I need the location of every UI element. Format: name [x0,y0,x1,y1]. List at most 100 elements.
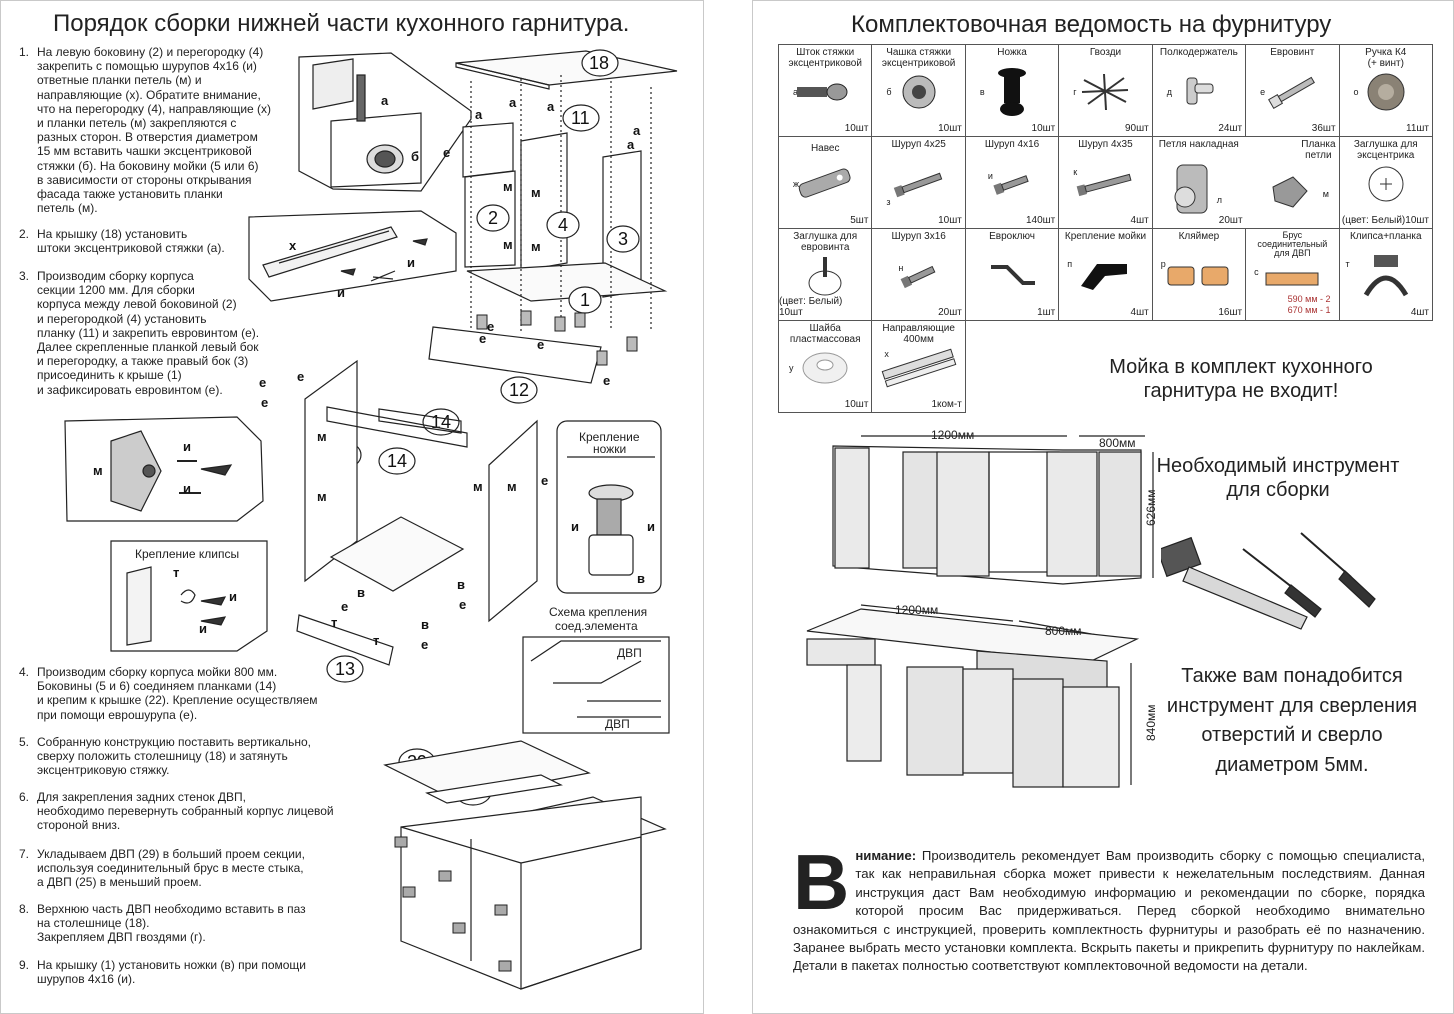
label-e: е [421,637,428,652]
screw-icon [993,175,1029,196]
label-m: м [531,239,541,254]
label-a: а [381,93,389,108]
label-a: а [547,99,555,114]
label-v: в [637,571,645,586]
label-e: е [297,369,304,384]
part-name: Шайба пластмассовая [789,323,861,345]
upper-cabinets-drawing: 1200мм 800мм 626мм [832,428,1158,585]
right-page-title: Комплектовочная ведомость на фурнитуру [851,11,1332,38]
washer-icon [802,352,848,384]
label-m: м [317,489,327,504]
part-name: Евроключ [989,231,1036,242]
eccentric-cam-icon [902,75,936,109]
part-name: Крепление мойки [1064,231,1147,242]
part-qty: 4шт [1130,307,1149,318]
label-e: е [443,145,450,160]
tools-drawing [1161,532,1376,630]
part-number: 1 [580,290,590,310]
dvp-label: ДВП [605,717,630,731]
sink-note: Мойка в комплект кухонного гарнитура не … [1109,356,1373,402]
part-qty: 10шт [844,399,869,410]
part-letter: г [1073,87,1077,97]
clip-icon [1363,255,1408,297]
part-cell: Брус соединительный для ДВП с 590 мм - 2… [1245,228,1340,321]
part-qty: 4шт [1130,215,1149,226]
label-i: и [199,621,207,636]
step-number: 8. [19,902,30,916]
part-qty: (цвет: Белый)10шт [1341,215,1429,226]
knob-icon [1367,73,1405,111]
part-qty: 24шт [1218,123,1243,134]
left-page: Порядок сборки нижней части кухонного га… [0,0,704,1014]
hammer-handle-icon [1182,566,1308,630]
part-qty: 10шт [938,215,962,226]
label-a: а [509,95,517,110]
step-text: Укладываем ДВП (29) в больший проем секц… [37,847,305,890]
part-cell: Шуруп 3х16 н 20шт [871,228,966,321]
hinge-plate-icon [1272,176,1308,208]
part-letter: л [1216,195,1222,205]
part-name: Кляймер [1178,231,1220,242]
part-number: 18 [589,53,609,73]
part-number: 2 [488,208,498,228]
part-qty: 5шт [850,215,869,226]
screw-icon [1077,174,1132,197]
label-e: е [537,337,544,352]
eccentric-rod-icon [797,83,848,101]
dim-height-840: 840мм [1144,704,1158,741]
part-name: Шуруп 4х35 [1078,139,1133,150]
part-letter: н [898,263,904,273]
label-e: е [541,473,548,488]
step-text: Верхнюю часть ДВП необходимо вставить в … [37,902,306,945]
part-qty: 11шт [1406,123,1429,134]
part-number: 12 [509,380,529,400]
step-number: 3. [19,269,30,283]
part-name: Брус соединительный для ДВП [1257,230,1328,258]
bottom-legs [394,836,512,972]
part-cell: Шуруп 4х35 к 4шт [1058,136,1153,229]
part-qty: 16шт [1218,307,1243,318]
part-qty: 1ком-т [931,399,962,410]
leg-mount-caption: Крепление [579,430,640,444]
step-text: Собранную конструкцию поставить вертикал… [37,735,311,778]
right-page: Комплектовочная ведомость на фурнитуру Ш… [752,0,1454,1014]
label-t: т [373,633,379,648]
step-text: На крышку (1) установить ножки (в) при п… [37,958,306,987]
part-qty: 4шт [1410,307,1429,318]
part-letter: т [1345,259,1350,269]
part-number: 3 [618,229,628,249]
part-cell: Кляймер р 16шт [1151,228,1247,321]
part-qty: 1шт [1037,307,1056,318]
part-name: Клипса+планка [1349,231,1422,242]
leg-mount-detail [556,420,662,594]
part-letter: р [1160,259,1166,269]
step-text: Производим сборку корпуса секции 1200 мм… [37,269,260,397]
part-name: Полкодержатель [1159,47,1238,58]
euro-screw-icon [1268,77,1316,110]
shelf-support-icon [1186,77,1214,105]
sink-letters: м м м м е в в в е е е т т [317,429,548,652]
step-text: Для закрепления задних стенок ДВП, необх… [37,790,334,833]
label-e: е [341,599,348,614]
label-i: и [571,519,579,534]
part-name: Заглушка для евровинта [793,231,858,253]
part-name: Петля накладная [1158,139,1239,150]
part-name: Шток стяжки эксцентриковой [788,47,862,69]
part-cell: Гвозди г 90шт [1058,44,1153,137]
part-qty: (цвет: Белый) 10шт [779,296,843,318]
part-number: 14 [387,451,407,471]
label-t: т [331,615,337,630]
step-2: 2. На крышку (18) установить штоки эксце… [19,227,339,255]
hanger-icon [798,168,851,198]
part-cell: Заглушка для эксцентрика (цвет: Белый)10… [1338,136,1434,229]
carcass-letters: а а а а а е м м м м е е е е е е е [259,95,641,410]
label-a: а [475,107,483,122]
part-name: Навес [810,143,840,154]
step-text: На крышку (18) установить штоки эксцентр… [37,227,225,256]
part-cell: Заглушка для евровинта (цвет: Белый) 10ш… [777,228,873,321]
part-number: 4 [558,215,568,235]
rail-detail [248,210,457,302]
leg-mount-caption: ножки [593,442,626,456]
sink-clip-icon [1081,264,1128,291]
part-cell: Полкодержатель д 24шт [1151,44,1247,137]
